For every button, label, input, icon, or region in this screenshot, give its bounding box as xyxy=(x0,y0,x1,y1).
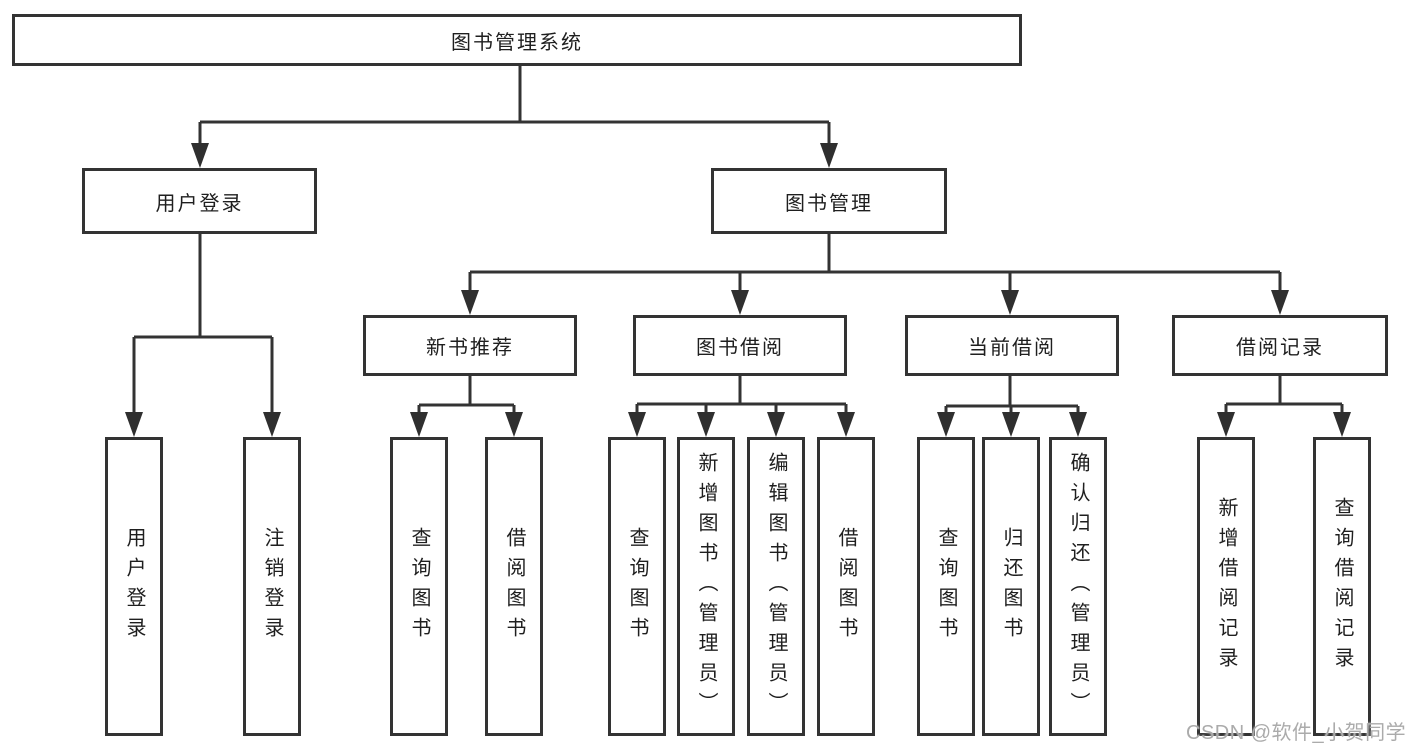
connector-user-login-children xyxy=(125,234,281,437)
node-current-borrow: 当前借阅 xyxy=(905,315,1119,376)
connector-new-book-children xyxy=(410,376,523,437)
connector-borrow-records-children xyxy=(1217,376,1351,437)
connector-book-management-children xyxy=(461,234,1289,315)
leaf-logout: 注销登录 xyxy=(243,437,301,736)
node-user-login: 用户登录 xyxy=(82,168,317,234)
connector-book-borrow-children xyxy=(628,376,855,437)
csdn-watermark: CSDN @软件_小贺同学 xyxy=(1186,722,1405,744)
node-book-borrow: 图书借阅 xyxy=(633,315,847,376)
connector-root-to-level2 xyxy=(191,66,838,168)
leaf-user-login: 用户登录 xyxy=(105,437,163,736)
leaf-add-books-admin: 新增图书（管理员） xyxy=(677,437,735,736)
node-book-management: 图书管理 xyxy=(711,168,947,234)
leaf-borrow-books-recommend: 借阅图书 xyxy=(485,437,543,736)
leaf-confirm-return-admin: 确认归还（管理员） xyxy=(1049,437,1107,736)
connector-current-borrow-children xyxy=(937,376,1087,437)
leaf-query-books-current: 查询图书 xyxy=(917,437,975,736)
leaf-add-borrow-record: 新增借阅记录 xyxy=(1197,437,1255,736)
leaf-query-books-recommend: 查询图书 xyxy=(390,437,448,736)
node-library-system: 图书管理系统 xyxy=(12,14,1022,66)
node-borrow-records: 借阅记录 xyxy=(1172,315,1388,376)
leaf-borrow-books: 借阅图书 xyxy=(817,437,875,736)
leaf-query-borrow-record: 查询借阅记录 xyxy=(1313,437,1371,736)
leaf-return-books: 归还图书 xyxy=(982,437,1040,736)
leaf-query-books-borrow: 查询图书 xyxy=(608,437,666,736)
leaf-edit-books-admin: 编辑图书（管理员） xyxy=(747,437,805,736)
node-new-book-recommend: 新书推荐 xyxy=(363,315,577,376)
